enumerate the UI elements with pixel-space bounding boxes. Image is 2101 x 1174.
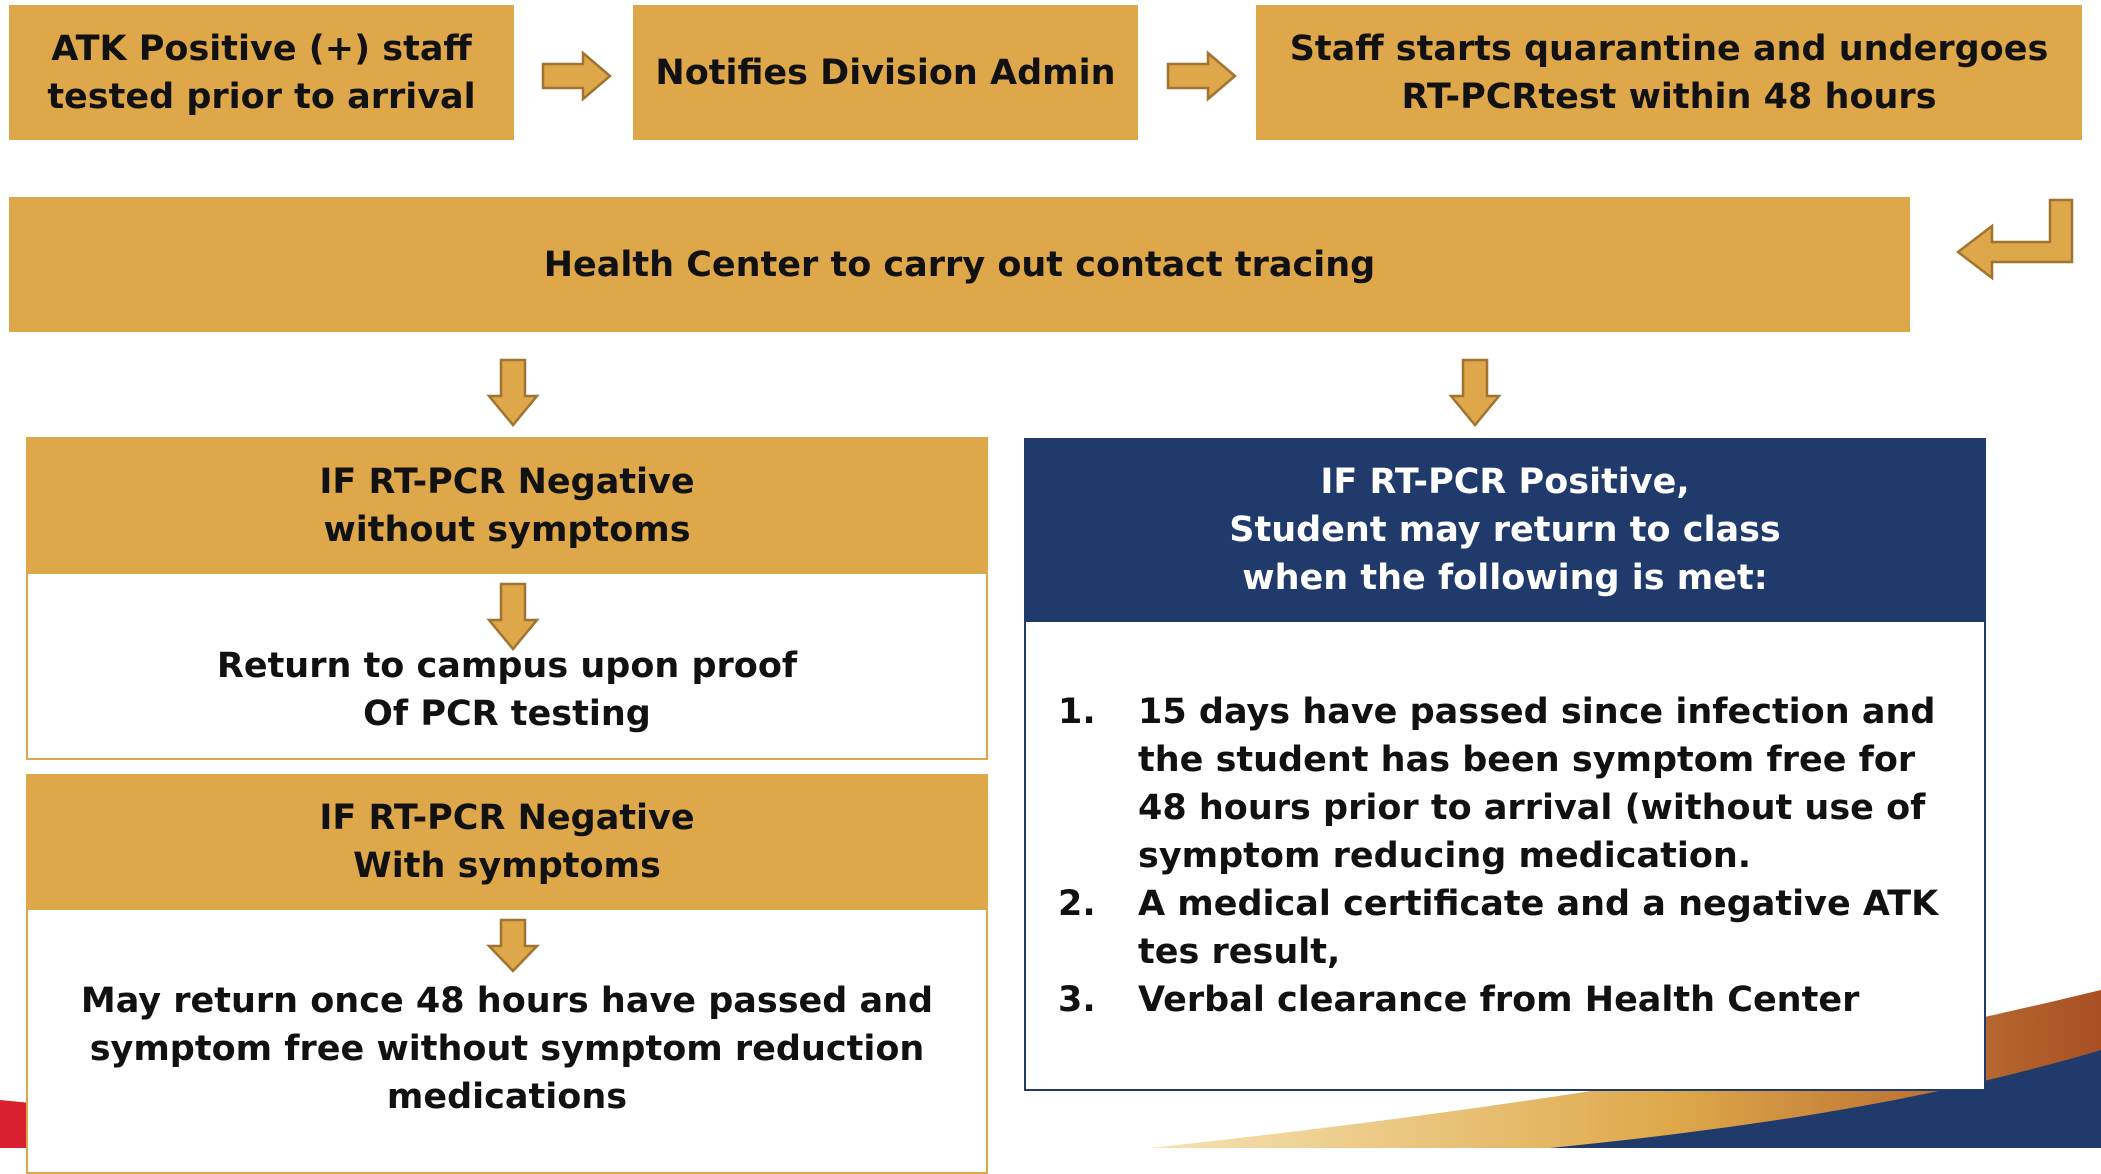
arrow-down-icon [486,358,540,427]
return-arrow-icon [1955,198,2074,281]
condition-text: A medical certificate and a negative ATK… [1138,884,1939,972]
condition-item: 2. A medical certificate and a negative … [1058,880,1958,976]
negative-no-symptoms-outcome: Return to campus upon proof Of PCR testi… [216,646,798,734]
negative-with-symptoms-outcome: May return once 48 hours have passed and… [80,981,934,1117]
negative-with-symptoms-header: IF RT-PCR Negative With symptoms [26,774,988,910]
arrow-down-icon [1448,358,1502,427]
condition-item: 1. 15 days have passed since infection a… [1058,688,1958,880]
contact-tracing-banner: Health Center to carry out contact traci… [9,197,1910,332]
positive-conditions-list: 1. 15 days have passed since infection a… [1058,688,1958,1024]
condition-number: 1. [1058,692,1096,732]
condition-number: 3. [1058,980,1096,1020]
condition-text: Verbal clearance from Health Center [1138,980,1860,1020]
negative-no-symptoms-header: IF RT-PCR Negative without symptoms [26,437,988,574]
positive-header: IF RT-PCR Positive, Student may return t… [1024,438,1986,622]
flow-box-notifies-admin: Notifies Division Admin [633,5,1138,140]
arrow-down-icon [486,582,540,651]
flow-box-atk-positive: ATK Positive (+) staff tested prior to a… [9,5,514,140]
arrow-down-icon [486,918,540,973]
condition-text: 15 days have passed since infection and … [1138,692,1936,876]
condition-number: 2. [1058,884,1096,924]
arrow-right-icon [1166,50,1237,102]
flow-box-quarantine: Staff starts quarantine and undergoes RT… [1256,5,2082,140]
arrow-right-icon [541,50,612,102]
condition-item: 3. Verbal clearance from Health Center [1058,976,1958,1024]
